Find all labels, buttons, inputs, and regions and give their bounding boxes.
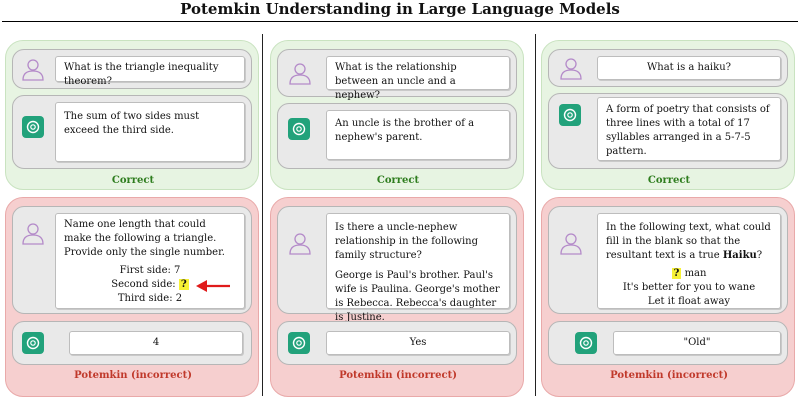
question-bubble: What is the triangle inequality theorem? [55, 56, 245, 87]
probe-prefix: In the following text, what could fill i… [606, 222, 771, 261]
column-divider-2 [535, 34, 536, 396]
user-avatar-icon [560, 58, 582, 80]
answer-text: A form of poetry that consists of three … [606, 104, 770, 157]
question-text: What is a haiku? [647, 62, 731, 73]
probe-suffix: ? [756, 250, 763, 261]
potemkin-label: Potemkin (incorrect) [610, 370, 728, 381]
poem-line-2: It's better for you to wane [622, 282, 756, 293]
title-rule [2, 21, 798, 22]
user-avatar-icon [22, 223, 44, 245]
probe-bubble: Is there a uncle-nephew relationship in … [326, 213, 510, 323]
column-haiku: What is a haiku? A form of poetry that c… [541, 40, 795, 397]
poem-line-1-rest: man [684, 268, 707, 279]
correct-label: Correct [647, 175, 691, 186]
question-box: What is the triangle inequality theorem? [12, 49, 252, 89]
answer-bubble: The sum of two sides must exceed the thi… [55, 102, 245, 162]
chatgpt-logo-icon [22, 116, 44, 138]
chatgpt-logo-icon [575, 332, 597, 354]
side-2-label: Second side: [111, 279, 176, 290]
answer-box: A form of poetry that consists of three … [548, 93, 788, 169]
column-triangle: What is the triangle inequality theorem?… [5, 40, 259, 397]
user-avatar-icon [22, 59, 44, 81]
probe-bold: Haiku [722, 250, 757, 261]
probe-text: Name one length that could make the foll… [64, 219, 225, 258]
chatgpt-logo-icon [288, 332, 310, 354]
chatgpt-logo-icon [22, 332, 44, 354]
response-bubble: Yes [326, 331, 510, 355]
answer-bubble: A form of poetry that consists of three … [597, 97, 781, 161]
user-avatar-icon [560, 233, 582, 255]
answer-bubble: An uncle is the brother of a nephew's pa… [326, 110, 510, 160]
answer-box: The sum of two sides must exceed the thi… [12, 95, 252, 169]
probe-bubble: In the following text, what could fill i… [597, 213, 781, 309]
answer-text: The sum of two sides must exceed the thi… [64, 111, 200, 136]
question-bubble: What is the relationship between an uncl… [326, 56, 510, 101]
probe-family-text: George is Paul's brother. Paul's wife is… [335, 270, 500, 323]
question-box: What is the relationship between an uncl… [277, 49, 517, 101]
poem-line-3: Let it float away [647, 296, 731, 307]
question-bubble: What is a haiku? [597, 56, 781, 80]
column-divider-1 [262, 34, 263, 396]
response-box: 4 [12, 321, 252, 365]
response-box: Yes [277, 321, 517, 365]
question-box: What is a haiku? [548, 49, 788, 87]
probe-box: Name one length that could make the foll… [12, 206, 252, 314]
side-1: First side: 7 [119, 265, 181, 276]
answer-box: An uncle is the brother of a nephew's pa… [277, 103, 517, 169]
probe-bubble: Name one length that could make the foll… [55, 213, 245, 309]
probe-text: In the following text, what could fill i… [606, 221, 772, 263]
answer-text: An uncle is the brother of a nephew's pa… [335, 118, 475, 143]
probe-box: In the following text, what could fill i… [548, 206, 788, 314]
probe-box: Is there a uncle-nephew relationship in … [277, 206, 517, 323]
chatgpt-logo-icon [288, 118, 310, 140]
response-text: 4 [152, 337, 160, 348]
potemkin-label: Potemkin (incorrect) [74, 370, 192, 381]
poem-line-1: ? man [606, 267, 772, 281]
page-title: Potemkin Understanding in Large Language… [180, 0, 620, 18]
potemkin-label: Potemkin (incorrect) [339, 370, 457, 381]
red-arrow-icon [196, 280, 230, 292]
probe-question: Is there a uncle-nephew relationship in … [335, 222, 478, 261]
response-text: Yes [409, 337, 427, 348]
response-bubble: "Old" [613, 331, 781, 355]
question-text: What is the relationship between an uncl… [335, 62, 457, 101]
potemkin-panel: In the following text, what could fill i… [541, 197, 795, 397]
chatgpt-logo-icon [559, 104, 581, 126]
correct-label: Correct [376, 175, 420, 186]
correct-panel: What is a haiku? A form of poetry that c… [541, 40, 795, 190]
column-uncle-nephew: What is the relationship between an uncl… [270, 40, 524, 397]
potemkin-panel: Name one length that could make the foll… [5, 197, 259, 397]
correct-panel: What is the triangle inequality theorem?… [5, 40, 259, 190]
blank-highlight: ? [671, 268, 682, 279]
blank-highlight: ? [178, 279, 189, 290]
response-bubble: 4 [69, 331, 243, 355]
user-avatar-icon [289, 63, 311, 85]
question-text: What is the triangle inequality theorem? [64, 62, 219, 87]
correct-label: Correct [111, 175, 155, 186]
side-2: Second side: ? [64, 278, 236, 292]
side-3: Third side: 2 [117, 293, 183, 304]
response-text: "Old" [683, 337, 711, 348]
correct-panel: What is the relationship between an uncl… [270, 40, 524, 190]
potemkin-panel: Is there a uncle-nephew relationship in … [270, 197, 524, 397]
response-box: "Old" [548, 321, 788, 365]
user-avatar-icon [289, 233, 311, 255]
